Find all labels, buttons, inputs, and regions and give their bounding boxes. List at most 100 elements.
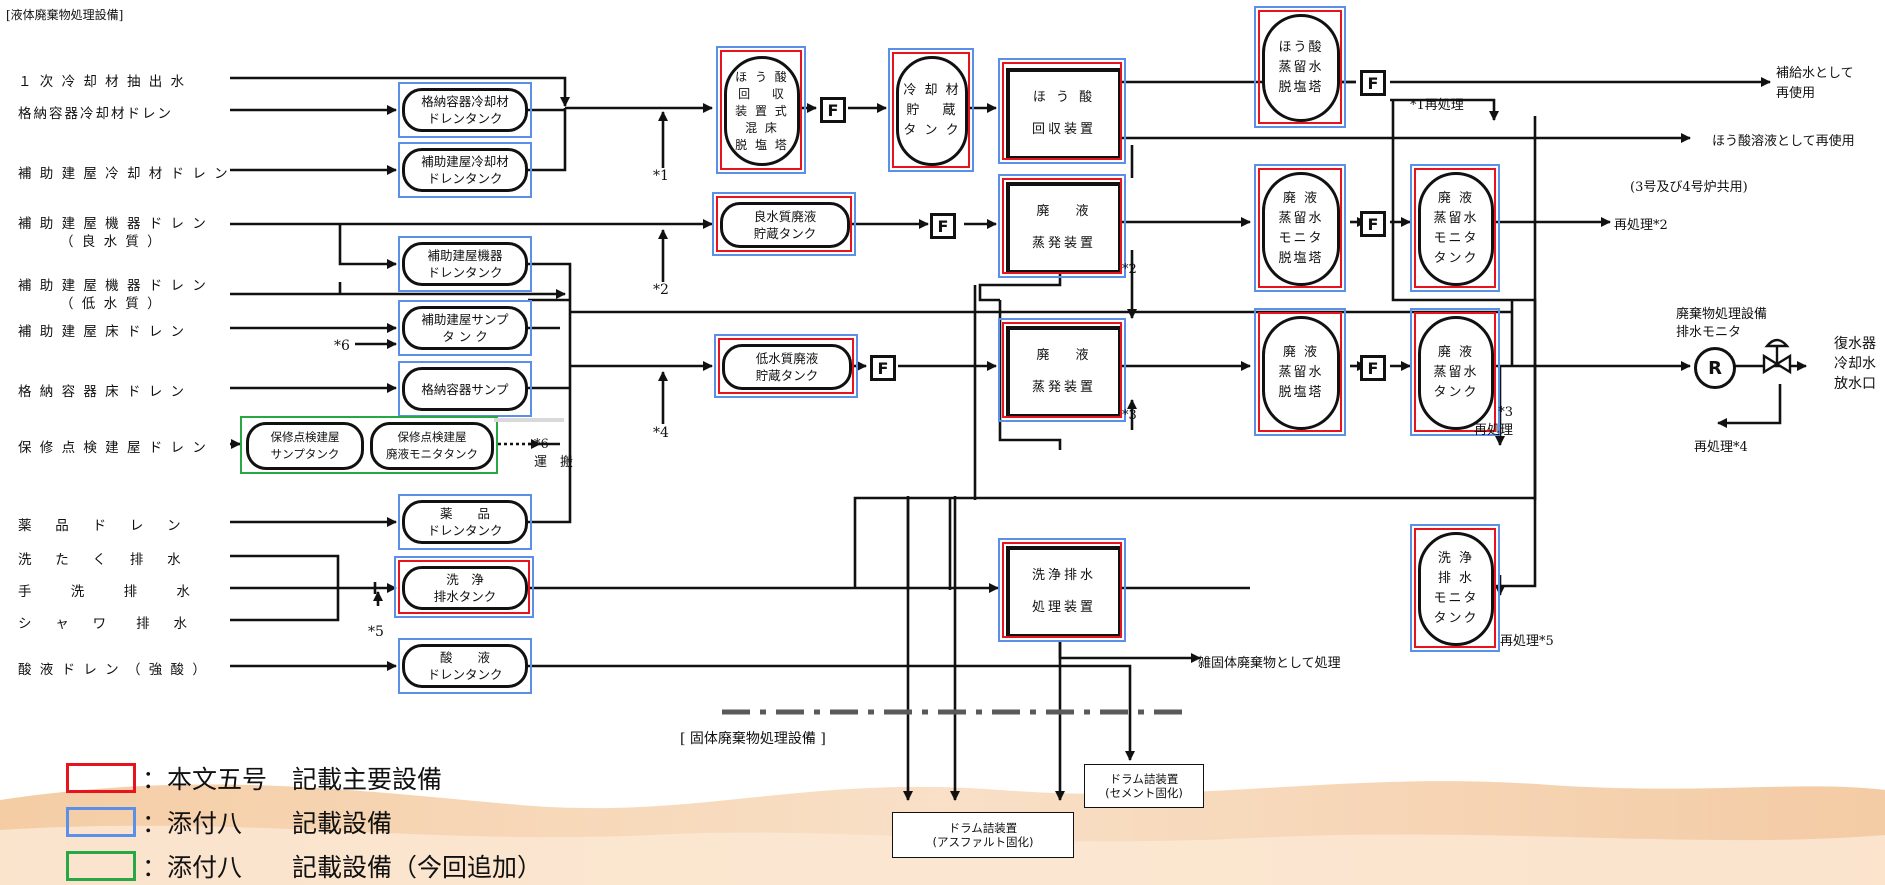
equip-evaporator-2: 廃 液 蒸発装置 xyxy=(1006,326,1122,418)
frame-red xyxy=(398,560,530,614)
label-solid-waste: 雑固体廃棄物として処理 xyxy=(1198,656,1341,671)
label-boric-reuse: ほう酸溶液として再使用 xyxy=(1712,134,1855,149)
vtank-waste-monitor-tank: 廃 液 蒸留水 モニタ タンク xyxy=(1418,172,1494,286)
legend-swatch-blue xyxy=(66,807,136,837)
drum-cement: ドラム詰装置 (セメント固化) xyxy=(1084,764,1204,808)
frame-red xyxy=(1002,178,1122,274)
frame-red xyxy=(1258,168,1342,288)
tank-wash-drain: 洗 浄 排水タンク xyxy=(402,566,528,610)
source-s5a: 補 助 建 屋 機 器 ド レ ン xyxy=(18,278,208,294)
label-reprocess4: 再処理*4 xyxy=(1694,440,1748,455)
frame-blue xyxy=(716,46,806,174)
source-s1: １ 次 冷 却 材 抽 出 水 xyxy=(18,74,187,90)
legend-text-red: ：本文五号 記載主要設備 xyxy=(142,765,443,794)
label-reprocess3: *3 再処理 xyxy=(1474,405,1514,438)
note-star2: *2 xyxy=(653,282,669,298)
vtank-coolant-storage: 冷 却 材 貯 蔵 タ ン ク xyxy=(896,56,968,166)
source-s2: 格納容器冷却材ドレン xyxy=(18,106,173,122)
frame-red xyxy=(1258,312,1342,432)
frame-blue xyxy=(714,334,858,398)
frame-blue xyxy=(1410,524,1500,652)
legend-swatch-green xyxy=(66,851,136,881)
tank-low-water: 低水質廃液 貯蔵タンク xyxy=(722,344,852,390)
filter-4: F xyxy=(1360,70,1386,96)
frame-blue xyxy=(712,192,856,256)
source-s12: シ ャ ワ 排 水 xyxy=(18,616,189,632)
legend-text-blue: ：添付八 記載設備 xyxy=(142,809,393,838)
note-sep2: *2 xyxy=(1122,262,1137,277)
tank-aux-coolant-drain: 補助建屋冷却材 ドレンタンク xyxy=(402,148,528,192)
frame-blue xyxy=(1254,164,1346,292)
note-sep3: *3 xyxy=(1122,408,1137,423)
frame-blue xyxy=(398,494,532,550)
frame-red xyxy=(1414,312,1496,432)
note-star4: *4 xyxy=(653,425,669,441)
note-transport: *6 運 搬 xyxy=(534,437,574,470)
filter-6: F xyxy=(1360,355,1386,381)
vtank-boric-distillate: ほう酸 蒸留水 脱塩塔 xyxy=(1262,14,1340,122)
frame-blue xyxy=(398,638,532,694)
tank-aux-sump: 補助建屋サンプ タ ン ク xyxy=(402,306,528,350)
frame-blue xyxy=(394,556,534,618)
source-s6: 補 助 建 屋 床 ド レ ン xyxy=(18,324,187,340)
frame-red xyxy=(1258,10,1342,124)
label-monitor-title: 廃棄物処理設備 排水モニタ xyxy=(1676,307,1768,340)
filter-2: F xyxy=(930,213,956,239)
frame-red xyxy=(1002,322,1122,418)
label-reprocess1: *1再処理 xyxy=(1410,98,1464,113)
label-makeup-reuse: 補給水として 再使用 xyxy=(1776,66,1854,101)
frame-blue xyxy=(398,361,532,417)
vtank-waste-distillate-tank: 廃 液 蒸留水 タンク xyxy=(1418,316,1494,430)
drum-asphalt: ドラム詰装置 (アスファルト固化) xyxy=(892,812,1074,858)
note-star1: *1 xyxy=(653,168,669,184)
tank-good-water: 良水質廃液 貯蔵タンク xyxy=(720,202,850,248)
tank-cv-coolant-drain: 格納容器冷却材 ドレンタンク xyxy=(402,88,528,132)
label-reprocess2: 再処理*2 xyxy=(1614,218,1668,233)
frame-red xyxy=(1414,168,1496,288)
vtank-wash-monitor: 洗 浄 排 水 モニタ タンク xyxy=(1418,532,1494,646)
source-s8: 保 修 点 検 建 屋 ド レ ン xyxy=(18,440,208,456)
note-star5: *5 xyxy=(368,624,384,640)
source-s4a: 補 助 建 屋 機 器 ド レ ン xyxy=(18,216,208,232)
source-s9: 薬 品 ド レ ン xyxy=(18,518,183,534)
legend-text-green: ：添付八 記載設備（今回追加） xyxy=(142,853,543,882)
green-frame-fade xyxy=(494,418,564,422)
source-s10: 洗 た く 排 水 xyxy=(18,552,183,568)
label-discharge: 復水器 冷却水 放水口 xyxy=(1834,336,1876,392)
frame-blue xyxy=(398,142,532,198)
frame-red xyxy=(1002,62,1122,160)
tank-maint-sump: 保修点検建屋 サンプタンク xyxy=(246,422,364,470)
label-reprocess5: 再処理*5 xyxy=(1500,634,1554,649)
frame-green xyxy=(240,416,498,474)
frame-red xyxy=(716,196,852,252)
frame-blue xyxy=(998,58,1126,164)
frame-blue xyxy=(998,318,1126,422)
frame-red xyxy=(892,52,970,168)
tank-chemical-drain: 薬 品 ドレンタンク xyxy=(402,500,528,544)
frame-blue xyxy=(398,82,532,138)
source-s13: 酸 液 ド レ ン （ 強 酸 ） xyxy=(18,662,208,678)
source-s4b: （ 良 水 質 ） xyxy=(60,234,163,250)
frame-blue xyxy=(1410,308,1500,436)
filter-5: F xyxy=(1360,211,1386,237)
label-shared-units: (3号及び4号炉共用) xyxy=(1630,180,1748,195)
section-title: [液体廃棄物処理設備] xyxy=(6,8,124,22)
frame-blue xyxy=(998,174,1126,278)
note-star6: *6 xyxy=(334,338,350,354)
frame-blue xyxy=(998,538,1126,642)
frame-blue xyxy=(888,48,974,172)
frame-blue xyxy=(398,236,532,292)
tank-acid-drain: 酸 液 ドレンタンク xyxy=(402,644,528,688)
radiation-monitor: R xyxy=(1694,347,1736,389)
frame-blue xyxy=(1254,6,1346,128)
legend-swatch-red xyxy=(66,763,136,793)
frame-blue xyxy=(1410,164,1500,292)
vtank-waste-monitor-demin: 廃 液 蒸留水 モニタ 脱塩塔 xyxy=(1262,172,1340,286)
label-solid-section: [ 固体廃棄物処理設備 ] xyxy=(680,731,826,747)
frame-blue xyxy=(1254,308,1346,436)
filter-3: F xyxy=(870,355,896,381)
frame-red xyxy=(720,50,802,170)
frame-red xyxy=(1414,528,1496,648)
tank-aux-equipment-drain: 補助建屋機器 ドレンタンク xyxy=(402,242,528,286)
